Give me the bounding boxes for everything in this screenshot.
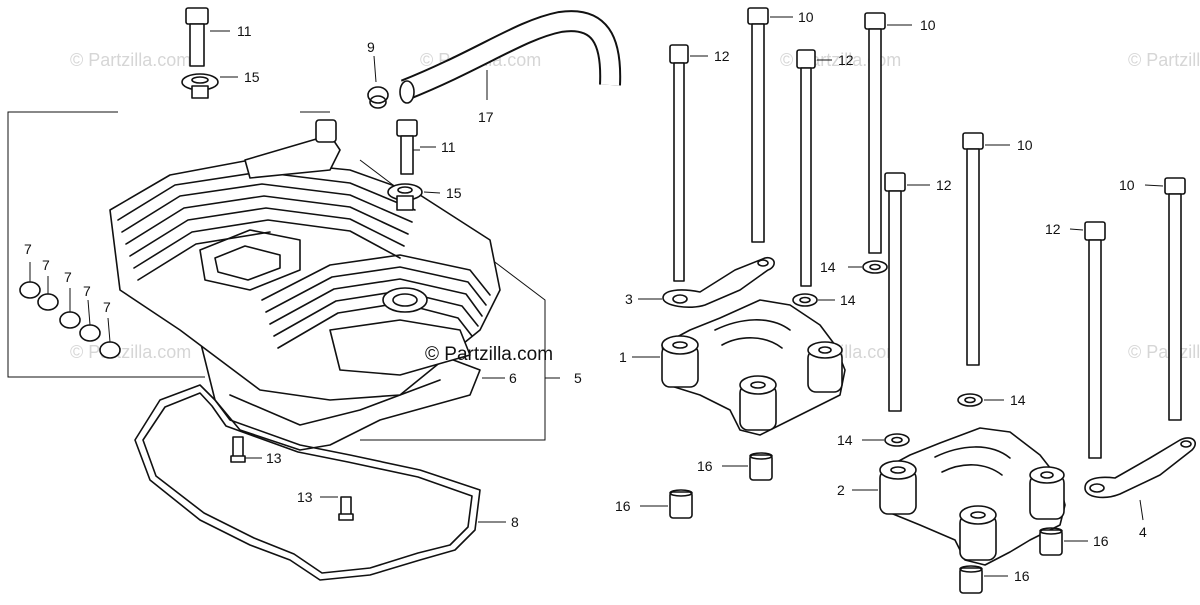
clip-9 (367, 55, 389, 109)
washer-14-b (792, 293, 835, 307)
callout-14: 14 (840, 292, 856, 308)
watermark-main: © Partzilla.com (425, 344, 553, 365)
callout-7: 7 (83, 283, 91, 299)
cylinder-head-cover (109, 119, 501, 451)
callout-5: 5 (574, 370, 582, 386)
callout-16: 16 (615, 498, 631, 514)
callout-7: 7 (42, 257, 50, 273)
callout-10: 10 (1017, 137, 1033, 153)
callout-8: 8 (511, 514, 519, 530)
callout-7: 7 (64, 269, 72, 285)
callout-17: 17 (478, 109, 494, 125)
callout-14: 14 (837, 432, 853, 448)
grommet-15-top (181, 73, 238, 99)
callout-7: 7 (103, 299, 111, 315)
bolt-11-mid (396, 119, 436, 175)
callout-13: 13 (266, 450, 282, 466)
bolt-10-c (962, 132, 1010, 366)
callout-labels: 11 15 9 17 11 15 7 7 7 7 7 6 5 13 13 8 1… (24, 9, 1147, 584)
caps-7 (19, 262, 121, 359)
callout-14: 14 (820, 259, 836, 275)
washer-14-d (862, 433, 910, 447)
callout-10: 10 (1119, 177, 1135, 193)
watermark-text: © Partzilla.com (70, 342, 191, 362)
grommet-15-mid (387, 183, 441, 211)
callout-10: 10 (798, 9, 814, 25)
washer-14-c (957, 393, 1004, 407)
washer-14-a (848, 260, 888, 274)
rocker-holder-2 (852, 427, 1066, 566)
plate-4 (1084, 437, 1196, 521)
bolt-13-lower (320, 496, 354, 521)
callout-3: 3 (625, 291, 633, 307)
callout-2: 2 (837, 482, 845, 498)
callout-12: 12 (714, 48, 730, 64)
bolt-10-d (1144, 177, 1186, 421)
callout-12: 12 (936, 177, 952, 193)
watermark-text: © Partzilla.com (1128, 342, 1200, 362)
callout-12: 12 (838, 52, 854, 68)
bolt-11-top (185, 7, 230, 67)
callout-11: 11 (237, 23, 252, 39)
callout-16: 16 (697, 458, 713, 474)
bolt-13-upper (230, 436, 262, 463)
callout-16: 16 (1014, 568, 1030, 584)
bolt-12-a (669, 44, 708, 282)
bolt-12-b (796, 49, 832, 287)
callout-10: 10 (920, 17, 936, 33)
callout-11: 11 (441, 139, 456, 155)
callout-15: 15 (244, 69, 260, 85)
callout-13: 13 (297, 489, 313, 505)
callout-9: 9 (367, 39, 375, 55)
bolt-10-a (747, 7, 793, 243)
watermark-text: © Partzilla.com (1128, 50, 1200, 70)
callout-7: 7 (24, 241, 32, 257)
callout-1: 1 (619, 349, 627, 365)
callout-14: 14 (1010, 392, 1026, 408)
callout-6: 6 (509, 370, 517, 386)
callout-16: 16 (1093, 533, 1109, 549)
rocker-holder-1 (632, 299, 846, 436)
dowel-16-d (959, 565, 1008, 594)
bolt-10-b (864, 12, 912, 254)
bolt-12-c (884, 172, 930, 412)
dowel-16-b (640, 489, 693, 519)
plate-3 (638, 256, 775, 308)
watermark-text: © Partzilla.com (70, 50, 191, 70)
cover-gasket (134, 384, 481, 581)
callout-4: 4 (1139, 524, 1147, 540)
callout-15: 15 (446, 185, 462, 201)
callout-12: 12 (1045, 221, 1061, 237)
bolt-12-d (1069, 221, 1106, 459)
dowel-16-c (1039, 527, 1088, 556)
breather-tube-17 (399, 10, 622, 104)
dowel-16-a (722, 452, 773, 481)
